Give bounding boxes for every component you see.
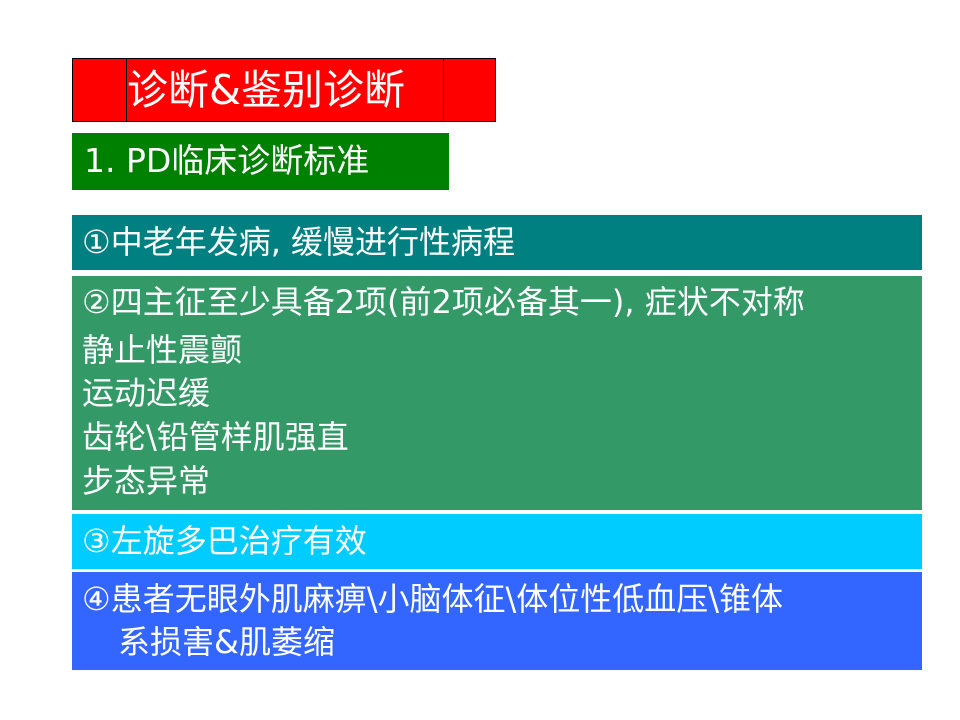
criterion-2-text: ②四主征至少具备2项(前2项必备其一), 症状不对称 [82, 283, 805, 321]
criterion-1-text: ①中老年发病, 缓慢进行性病程 [82, 223, 516, 261]
criterion-2-box: ②四主征至少具备2项(前2项必备其一), 症状不对称 静止性震颤 运动迟缓 齿轮… [72, 276, 922, 510]
criterion-3-text: ③左旋多巴治疗有效 [82, 522, 367, 560]
slide-subtitle: 1. PD临床诊断标准 [84, 141, 370, 180]
symptom-gait-abnormality: 步态异常 [82, 462, 211, 500]
criterion-4-text-cont: 系损害&肌萎缩 [118, 623, 335, 661]
criterion-4-text: ④患者无眼外肌麻痹\小脑体征\体位性低血压\锥体 [82, 580, 784, 618]
symptom-bradykinesia: 运动迟缓 [82, 374, 211, 412]
criterion-4-box: ④患者无眼外肌麻痹\小脑体征\体位性低血压\锥体 系损害&肌萎缩 [72, 572, 922, 670]
criterion-1-box: ①中老年发病, 缓慢进行性病程 [72, 215, 922, 270]
title-box: 诊断&鉴别诊断 [72, 58, 496, 122]
symptom-rigidity: 齿轮\铅管样肌强直 [82, 418, 349, 456]
subtitle-box: 1. PD临床诊断标准 [72, 133, 449, 190]
title-text-frame [126, 58, 444, 122]
slide-title: 诊断&鉴别诊断 [127, 66, 405, 114]
criterion-3-box: ③左旋多巴治疗有效 [72, 514, 922, 569]
symptom-resting-tremor: 静止性震颤 [82, 331, 243, 369]
